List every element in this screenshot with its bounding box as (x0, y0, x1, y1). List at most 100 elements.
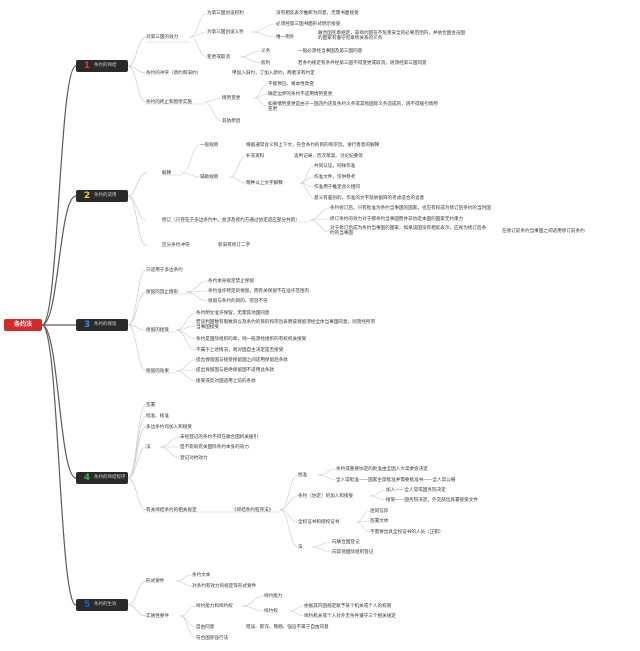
connector-line (251, 31, 277, 38)
b1-scope[interactable]: 对第三国的效力 (146, 35, 179, 40)
b1-exception-detail: 联合国宪章规定，非缔约国在不危害安全的必要范围内，并依合国会员国的国家有遵守宪章… (318, 31, 466, 41)
b4-ratify[interactable]: 批准、核准 (146, 414, 169, 419)
connector-line (181, 144, 201, 174)
b4-sign[interactable]: 签署 (146, 403, 156, 408)
connector-line (253, 97, 269, 107)
b2-supplementary[interactable]: 辅助规则 (200, 175, 219, 180)
b2-amend2: 修订条约的效力对于那条约当事国而并非协定本国的国家无约束力 (330, 217, 464, 222)
b2-ml4: 意义有差别的，作准的文字就依据目的考虑适合的含意 (314, 196, 425, 201)
b1-term-c1: 不能预见、根本性改变 (268, 82, 314, 87)
topic-1-number: 1 (83, 61, 91, 71)
b2-general[interactable]: 一般规则 (200, 143, 219, 148)
topic-3-label: 条约的保留 (94, 322, 117, 327)
b4-fa2: 向其他国际组织登记 (332, 550, 374, 555)
b2-amend1: 条约修订后，只有批准为条约当事国的国家，也应有权成为修订后条约的当时国 (330, 206, 491, 211)
b1-exception[interactable]: 唯一例外 (276, 35, 295, 40)
b3-prohibit[interactable]: 保留的禁止情形 (146, 290, 179, 295)
b5-jus-cogens[interactable]: 符合国际强行法 (196, 636, 229, 641)
b1-right-rule[interactable]: 为第三国创设权利 (207, 11, 244, 16)
b1-term-cause[interactable]: 情势变更 (222, 96, 241, 101)
connector-line (127, 195, 147, 221)
b5-capacity2b: 缔约机关或个人对外无条件遵守三个相关规定 (304, 614, 396, 619)
b1-change-right-detail: 若条约规定有条件经第三国不得变更或取消，则须经第三国同意 (298, 61, 427, 66)
b4-join[interactable]: 条约（协定）的加入和接受 (298, 494, 354, 499)
root-node[interactable]: 条约法 (4, 319, 42, 331)
b5-capacity[interactable]: 缔约能力和缔约权 (196, 604, 233, 609)
topic-5[interactable]: 5 条约的生效 (76, 599, 128, 611)
topic-3[interactable]: 3 条约的保留 (76, 319, 128, 331)
connector-line (189, 36, 208, 58)
b1-termination[interactable]: 条约的终止和暂停实施 (146, 100, 192, 105)
b1-change-right[interactable]: 权利 (261, 61, 271, 66)
connector-line (311, 546, 333, 553)
b1-term-other[interactable]: 其他原因 (222, 119, 241, 124)
connector-line (41, 324, 77, 606)
b5-consent-detail: 错误、欺诈、贿赂、强迫不属于自由同意 (246, 625, 329, 630)
connector-line (181, 172, 201, 178)
b2-interpretation[interactable]: 解释 (162, 171, 172, 176)
b1-change[interactable]: 变更或取消 (207, 55, 230, 60)
b1-obligation[interactable]: 为第三国创设义务 (207, 30, 244, 35)
connector-line (289, 605, 305, 612)
b1-change-duty[interactable]: 义务 (261, 49, 271, 54)
b5-capacity2[interactable]: 缔约权 (264, 609, 278, 614)
connector-line (127, 426, 147, 479)
connector-line (127, 65, 147, 103)
b4-procedure[interactable]: 《缔结条约程序法》 (232, 508, 274, 513)
b2-multilang[interactable]: 两种以上文字解释 (246, 181, 283, 186)
topic-4-number: 4 (83, 473, 91, 483)
b2-supp-material[interactable]: 补充资料 (246, 154, 265, 159)
connector-line (251, 23, 277, 33)
topic-1-label: 条约的缔结 (94, 63, 117, 68)
b2-general-detail: 根据通常含义和上下文，符合条约的目的和宗旨，进行善意的解释 (246, 143, 380, 148)
connector-line (189, 31, 208, 38)
connector-line (127, 195, 147, 246)
b3-accept4: 不属于上述情况，则对国自主决定是否接受 (196, 348, 284, 353)
b1-obligation-detail: 必须经第三国书面形式明示接受 (276, 22, 341, 27)
topic-2-label: 条约的适用 (94, 193, 117, 198)
b4-approve[interactable]: 批准 (298, 473, 308, 478)
b1-conflict[interactable]: 条约的冲突（新约和旧约） (146, 71, 202, 76)
b3-accept1: 条约明文准许保留，无需其他国同意 (196, 311, 270, 316)
b3-accept[interactable]: 保留的接受 (146, 328, 169, 333)
connector-line (279, 474, 299, 511)
b2-supp-material-detail: 谈判记录、历次草案、讨论纪要等 (294, 154, 363, 159)
connector-line (175, 359, 197, 372)
b3-effect2: 提出保留国与拒绝保留国不适用此条款 (196, 368, 275, 373)
connector-line (241, 595, 265, 607)
connector-line (241, 605, 265, 612)
connector-line (229, 155, 247, 178)
b2-amend[interactable]: 修订（只存在于多边条约中，会涉及修约方通过协定适应部分共新） (162, 218, 300, 223)
b5-consent[interactable]: 自由同意 (196, 625, 215, 630)
b3-effect[interactable]: 保留的效果 (146, 369, 169, 374)
b5-form1: 条约文本 (192, 573, 211, 578)
connector-line (189, 12, 208, 38)
b4-accession[interactable]: 多边条约均加入和接受 (146, 425, 192, 430)
b3-effect3: 接受或反对国适用之前的条款 (196, 379, 256, 384)
connector-line (127, 404, 147, 479)
connector-line (203, 101, 223, 122)
connector-line (127, 580, 147, 606)
b5-form[interactable]: 形式要件 (146, 579, 165, 584)
connector-line (127, 415, 147, 479)
b4-inner-law[interactable]: 有关缔结条约的相关规定 (146, 508, 197, 513)
connector-line (127, 172, 147, 197)
connector-line (127, 291, 147, 326)
b4-fa[interactable]: 法 (298, 545, 303, 550)
connector-line (179, 605, 197, 617)
connector-line (279, 509, 299, 523)
connector-line (127, 324, 147, 372)
topic-1[interactable]: 1 条约的缔结 (76, 60, 128, 72)
b1-change-duty-detail: 一般必须经当事国及第三国同意 (298, 49, 363, 54)
b4-cert[interactable]: 全权证书和授权证书 (298, 520, 340, 525)
connector-line (127, 36, 147, 67)
topic-4-label: 条约的缔结程序 (94, 475, 126, 480)
b2-conflict[interactable]: 区分条约冲突 (162, 243, 190, 248)
b4-fa-register[interactable]: 法 (146, 445, 151, 450)
topic-2[interactable]: 2 条约的适用 (76, 190, 128, 202)
topic-4[interactable]: 4 条约的缔结程序 (76, 472, 128, 484)
connector-line (175, 370, 197, 382)
b3-accept3: 条约是国际组织的章，则一般须经组织的有权机关接受 (196, 337, 307, 342)
b5-substance[interactable]: 实质性要件 (146, 614, 169, 619)
